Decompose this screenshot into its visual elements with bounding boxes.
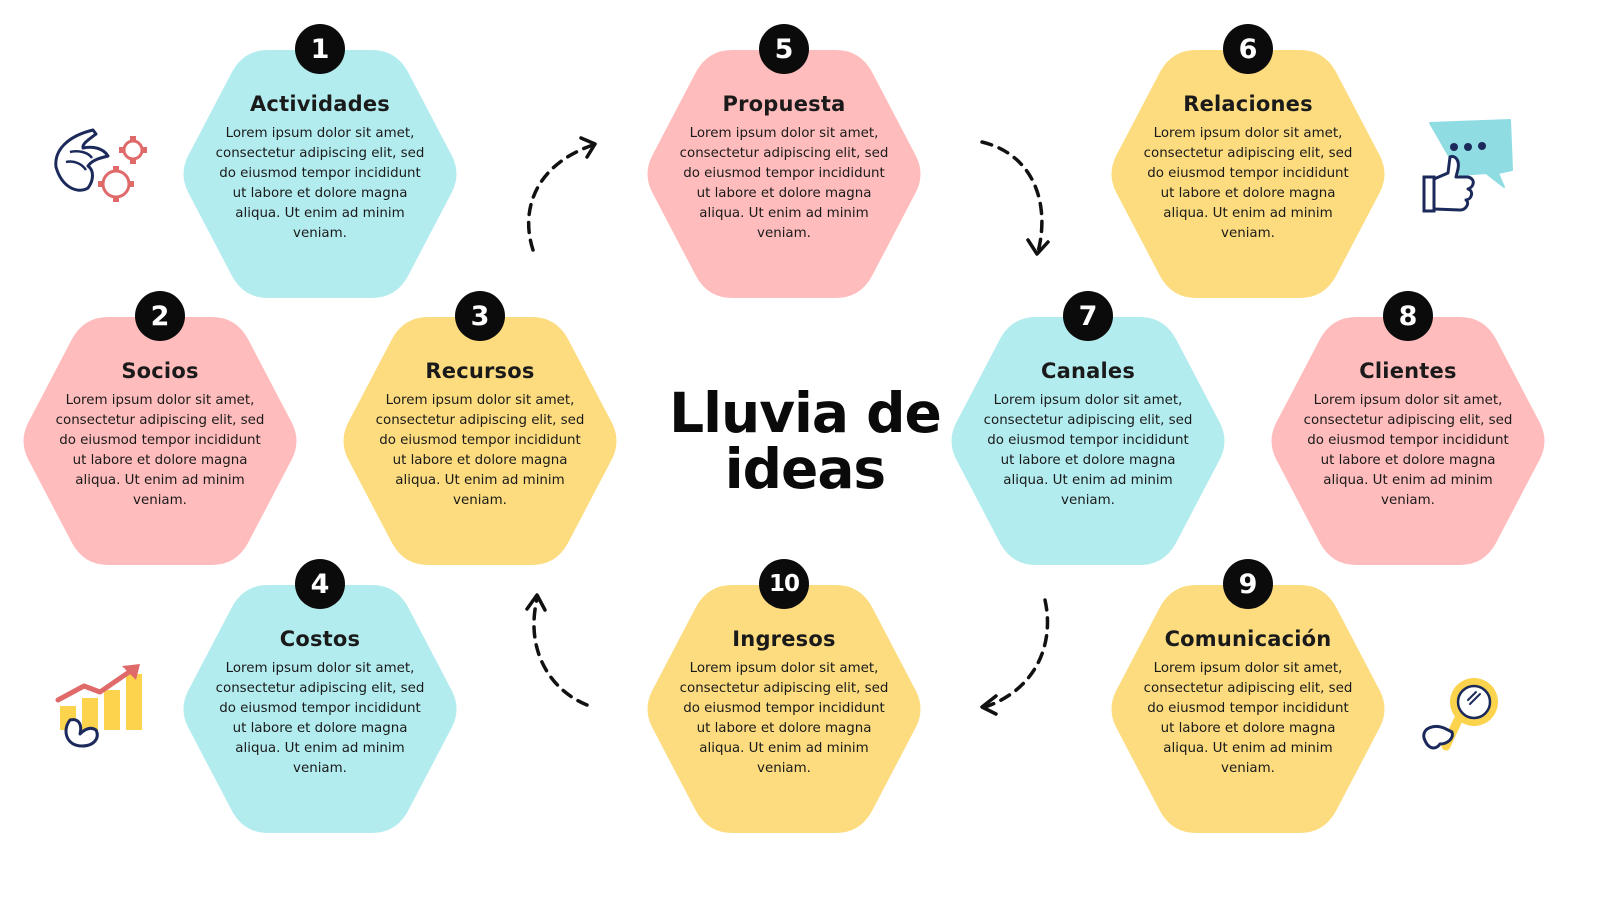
card-number-badge: 8 — [1383, 291, 1433, 341]
card-title: Ingresos — [732, 627, 836, 651]
card-title: Canales — [1040, 359, 1136, 383]
thumbs-up-chat-icon — [1422, 119, 1513, 213]
card-actividades: 1 Actividades Lorem ipsum dolor sit amet… — [182, 24, 458, 298]
card-relaciones: 6 Relaciones Lorem ipsum dolor sit amet,… — [1110, 24, 1386, 298]
card-number-badge: 7 — [1063, 291, 1113, 341]
card-text: Lorem ipsum dolor sit amet, consectetur … — [215, 661, 425, 776]
card-propuesta: 5 Propuesta Lorem ipsum dolor sit amet, … — [646, 24, 922, 298]
card-clientes: 8 Clientes Lorem ipsum dolor sit amet, c… — [1270, 291, 1546, 565]
growth-chart-icon — [55, 664, 142, 748]
card-text: Lorem ipsum dolor sit amet, consectetur … — [679, 126, 889, 241]
hand-gears-icon — [54, 128, 147, 202]
card-number-badge: 4 — [295, 559, 345, 609]
card-number-badge: 6 — [1223, 24, 1273, 74]
card-text: Lorem ipsum dolor sit amet, consectetur … — [1143, 126, 1353, 241]
card-text: Lorem ipsum dolor sit amet, consectetur … — [375, 393, 585, 508]
card-number-badge: 3 — [455, 291, 505, 341]
magnifier-hand-icon — [1422, 678, 1498, 751]
card-title: Clientes — [1359, 359, 1457, 383]
card-text: Lorem ipsum dolor sit amet, consectetur … — [983, 393, 1193, 508]
card-number-badge: 9 — [1223, 559, 1273, 609]
card-number-badge: 2 — [135, 291, 185, 341]
card-number-badge: 1 — [295, 24, 345, 74]
page-title: Lluvia de ideas — [669, 381, 942, 501]
card-title: Comunicación — [1164, 627, 1332, 651]
card-canales: 7 Canales Lorem ipsum dolor sit amet, co… — [950, 291, 1226, 565]
card-title: Recursos — [425, 359, 535, 383]
card-comunicacion: 9 Comunicación Lorem ipsum dolor sit ame… — [1110, 559, 1386, 833]
arrow-up-left-icon — [525, 593, 589, 707]
card-title: Relaciones — [1183, 92, 1313, 116]
card-socios: 2 Socios Lorem ipsum dolor sit amet, con… — [22, 291, 298, 565]
arrow-down-right-icon — [980, 140, 1050, 256]
card-title: Propuesta — [722, 92, 846, 116]
card-recursos: 3 Recursos Lorem ipsum dolor sit amet, c… — [342, 291, 618, 565]
card-number-badge: 5 — [759, 24, 809, 74]
card-text: Lorem ipsum dolor sit amet, consectetur … — [679, 661, 889, 776]
card-text: Lorem ipsum dolor sit amet, consectetur … — [1303, 393, 1513, 508]
card-text: Lorem ipsum dolor sit amet, consectetur … — [55, 393, 265, 508]
card-title: Actividades — [249, 92, 390, 116]
card-ingresos: 10 Ingresos Lorem ipsum dolor sit amet, … — [646, 559, 922, 833]
card-number-badge: 10 — [759, 559, 809, 609]
card-text: Lorem ipsum dolor sit amet, consectetur … — [1143, 661, 1353, 776]
card-text: Lorem ipsum dolor sit amet, consectetur … — [215, 126, 425, 241]
arrow-up-right-icon — [526, 136, 597, 252]
card-costos: 4 Costos Lorem ipsum dolor sit amet, con… — [182, 559, 458, 833]
card-title: Costos — [279, 627, 361, 651]
arrow-down-left-icon — [980, 598, 1050, 716]
card-title: Socios — [121, 359, 199, 383]
